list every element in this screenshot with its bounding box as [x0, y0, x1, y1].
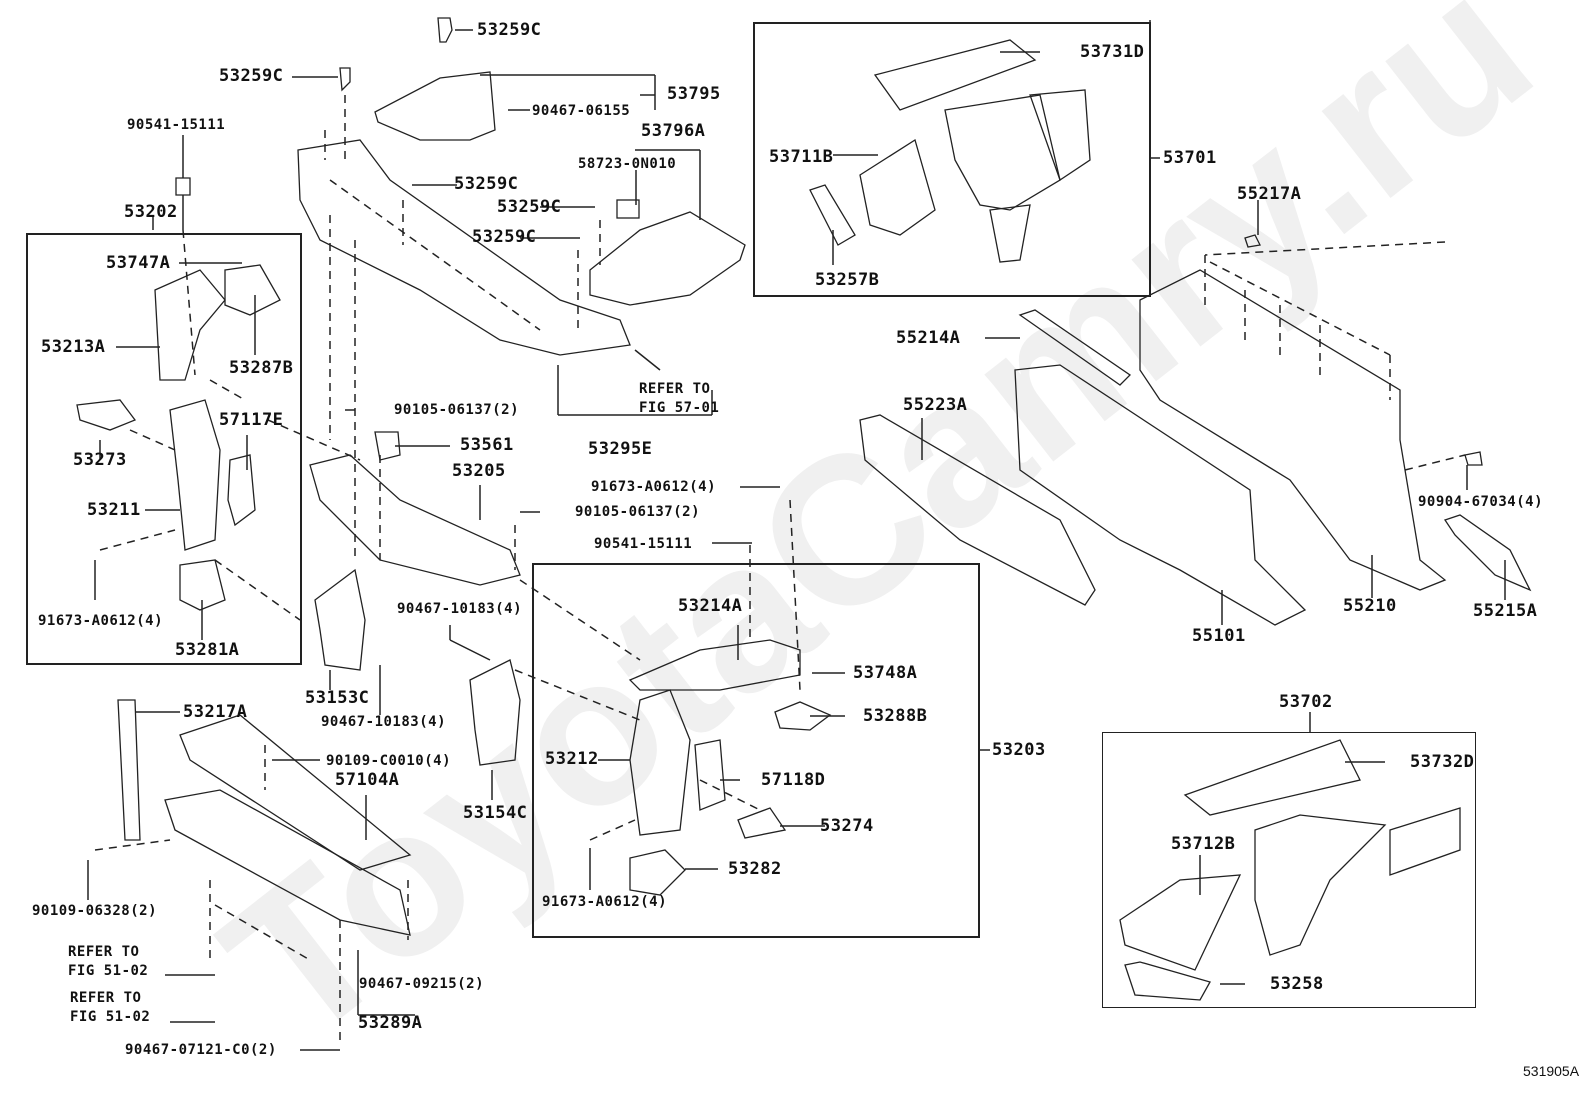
part-label-90541-15111[interactable]: 90541-15111 — [127, 117, 226, 133]
part-label-53711b[interactable]: 53711B — [769, 147, 834, 167]
part-outlines — [76, 17, 1532, 1001]
part-label-53259c[interactable]: 53259C — [472, 227, 537, 247]
part-label-91673-a0612[interactable]: 91673-A0612(4) — [38, 613, 164, 629]
group-label-53202: 53202 — [124, 202, 178, 222]
part-label-91673-a0612[interactable]: 91673-A0612(4) — [591, 479, 717, 495]
part-label-53259c[interactable]: 53259C — [497, 197, 562, 217]
reference-note-fig-51-02[interactable]: REFER TO FIG 51-02 — [68, 944, 149, 979]
part-label-53273[interactable]: 53273 — [73, 450, 127, 470]
figure-id: 531905A — [1523, 1063, 1580, 1079]
group-box-53202 — [26, 233, 302, 665]
part-label-53795[interactable]: 53795 — [667, 84, 721, 104]
part-label-90541-15111[interactable]: 90541-15111 — [594, 536, 693, 552]
part-label-91673-a0612[interactable]: 91673-A0612(4) — [542, 894, 668, 910]
group-label-53701: 53701 — [1163, 148, 1217, 168]
reference-note-fig-51-02[interactable]: REFER TO FIG 51-02 — [70, 990, 151, 1025]
leader-lines — [87, 20, 1506, 1051]
part-label-90467-10183[interactable]: 90467-10183(4) — [321, 714, 447, 730]
part-label-53282[interactable]: 53282 — [728, 859, 782, 879]
part-label-53748a[interactable]: 53748A — [853, 663, 918, 683]
part-label-53214a[interactable]: 53214A — [678, 596, 743, 616]
part-label-53153c[interactable]: 53153C — [305, 688, 370, 708]
part-label-90467-09215[interactable]: 90467-09215(2) — [359, 976, 485, 992]
part-label-57117e[interactable]: 57117E — [219, 410, 284, 430]
part-label-58723-0n010[interactable]: 58723-0N010 — [578, 156, 677, 172]
part-label-53561[interactable]: 53561 — [460, 435, 514, 455]
part-label-90109-06328[interactable]: 90109-06328(2) — [32, 903, 158, 919]
part-label-53257b[interactable]: 53257B — [815, 270, 880, 290]
part-label-90467-07121-c0[interactable]: 90467-07121-C0(2) — [125, 1042, 277, 1058]
part-label-53259c[interactable]: 53259C — [219, 66, 284, 86]
part-label-53274[interactable]: 53274 — [820, 816, 874, 836]
part-label-53732d[interactable]: 53732D — [1410, 752, 1475, 772]
part-label-90467-10183[interactable]: 90467-10183(4) — [397, 601, 523, 617]
part-label-53258[interactable]: 53258 — [1270, 974, 1324, 994]
part-label-53212[interactable]: 53212 — [545, 749, 599, 769]
part-label-53281a[interactable]: 53281A — [175, 640, 240, 660]
part-label-55223a[interactable]: 55223A — [903, 395, 968, 415]
part-label-53154c[interactable]: 53154C — [463, 803, 528, 823]
assembly-lines — [94, 95, 1466, 1040]
part-label-53259c[interactable]: 53259C — [477, 20, 542, 40]
part-label-53796a[interactable]: 53796A — [641, 121, 706, 141]
part-label-55214a[interactable]: 55214A — [896, 328, 961, 348]
part-label-55210[interactable]: 55210 — [1343, 596, 1397, 616]
group-box-53702 — [1102, 732, 1476, 1008]
part-label-53213a[interactable]: 53213A — [41, 337, 106, 357]
part-label-53747a[interactable]: 53747A — [106, 253, 171, 273]
part-label-55101[interactable]: 55101 — [1192, 626, 1246, 646]
part-label-53217a[interactable]: 53217A — [183, 702, 248, 722]
part-label-53205[interactable]: 53205 — [452, 461, 506, 481]
part-label-55215a[interactable]: 55215A — [1473, 601, 1538, 621]
part-label-90904-67034[interactable]: 90904-67034(4) — [1418, 494, 1544, 510]
part-label-57118d[interactable]: 57118D — [761, 770, 826, 790]
group-label-53702: 53702 — [1279, 692, 1333, 712]
part-label-53288b[interactable]: 53288B — [863, 706, 928, 726]
part-label-53295e[interactable]: 53295E — [588, 439, 653, 459]
part-label-53731d[interactable]: 53731D — [1080, 42, 1145, 62]
group-box-53701 — [753, 22, 1151, 297]
part-label-90105-06137[interactable]: 90105-06137(2) — [575, 504, 701, 520]
part-label-53289a[interactable]: 53289A — [358, 1013, 423, 1033]
part-label-90467-06155[interactable]: 90467-06155 — [532, 103, 631, 119]
part-label-53712b[interactable]: 53712B — [1171, 834, 1236, 854]
part-label-53259c[interactable]: 53259C — [454, 174, 519, 194]
group-label-53203: 53203 — [992, 740, 1046, 760]
reference-note-fig-57-01[interactable]: REFER TO FIG 57-01 — [639, 381, 720, 416]
part-label-57104a[interactable]: 57104A — [335, 770, 400, 790]
group-box-53203 — [532, 563, 980, 938]
part-label-53211[interactable]: 53211 — [87, 500, 141, 520]
part-label-55217a[interactable]: 55217A — [1237, 184, 1302, 204]
part-label-53287b[interactable]: 53287B — [229, 358, 294, 378]
part-label-90109-c0010[interactable]: 90109-C0010(4) — [326, 753, 452, 769]
part-label-90105-06137[interactable]: 90105-06137(2) — [394, 402, 520, 418]
